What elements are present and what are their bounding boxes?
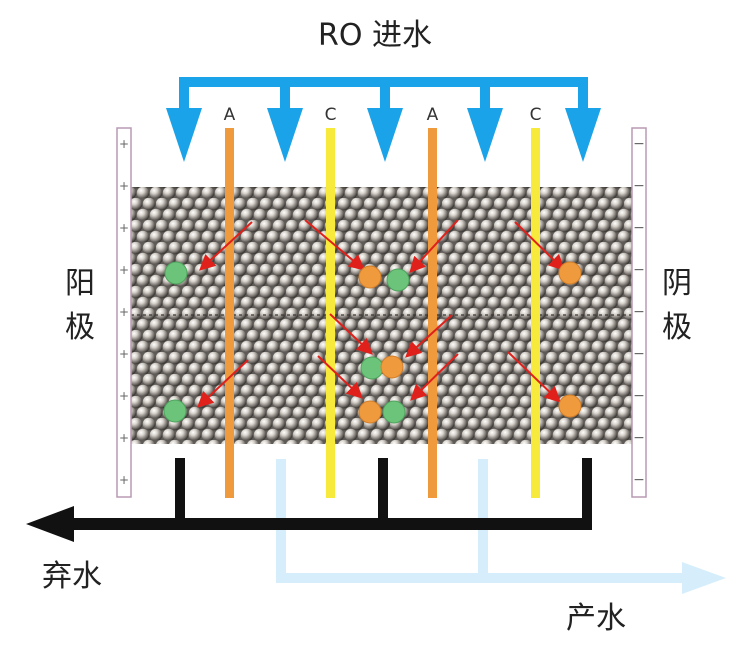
anode-sign: + (119, 305, 129, 319)
anode-sign: + (119, 389, 129, 403)
membrane-label: C (530, 105, 542, 125)
anion-ions (358, 261, 582, 424)
ro-inlet-label: RO 进水 (318, 18, 432, 53)
cathode-sign: − (633, 262, 645, 278)
inlet-flow (166, 77, 601, 162)
inlet-arrow (467, 108, 503, 162)
cathode-sign: − (633, 346, 645, 362)
membrane-label: C (325, 105, 337, 125)
cathode-sign: − (633, 388, 645, 404)
anode-sign: + (119, 431, 129, 445)
inlet-arrow (565, 108, 601, 162)
anode-sign: + (119, 179, 129, 193)
membrane-label: A (427, 105, 439, 125)
cathode-sign: − (633, 220, 645, 236)
cation-membrane-2 (531, 128, 540, 498)
product-water-label: 产水 (566, 601, 626, 636)
cathode-label-char-2: 极 (662, 310, 692, 345)
cation-ions (163, 261, 410, 424)
anode-label-char-2: 极 (65, 310, 95, 345)
cathode-label-char-1: 阴 (662, 266, 692, 301)
cathode-sign: − (633, 472, 645, 488)
anode-sign: + (119, 263, 129, 277)
cathode-sign: − (633, 136, 645, 152)
resin-bed (131, 187, 632, 444)
membrane-label: A (224, 105, 236, 125)
anode-electrode: + + + + + + + + + (116, 127, 132, 498)
cathode-label: 阴 极 (660, 262, 694, 350)
inlet-arrow (267, 108, 303, 162)
anode-sign: + (119, 473, 129, 487)
reject-arrow (26, 506, 74, 542)
cation-membrane-1 (326, 128, 335, 498)
cathode-electrode: − − − − − − − − − (631, 127, 647, 498)
cathode-sign: − (633, 178, 645, 194)
anion-membrane-1 (225, 128, 234, 498)
ion-migration-arrows (197, 219, 565, 408)
anode-sign: + (119, 221, 129, 235)
reject-flow (26, 458, 592, 542)
inlet-arrow (166, 108, 202, 162)
anode-label-char-1: 阳 (65, 266, 95, 301)
cathode-sign: − (633, 430, 645, 446)
anion-membrane-2 (428, 128, 437, 498)
anode-sign: + (119, 137, 129, 151)
anode-label: 阳 极 (63, 262, 97, 350)
reject-water-label: 弃水 (42, 559, 102, 594)
cathode-sign: − (633, 304, 645, 320)
anode-sign: + (119, 347, 129, 361)
product-arrow (682, 562, 726, 594)
inlet-arrow (367, 108, 403, 162)
